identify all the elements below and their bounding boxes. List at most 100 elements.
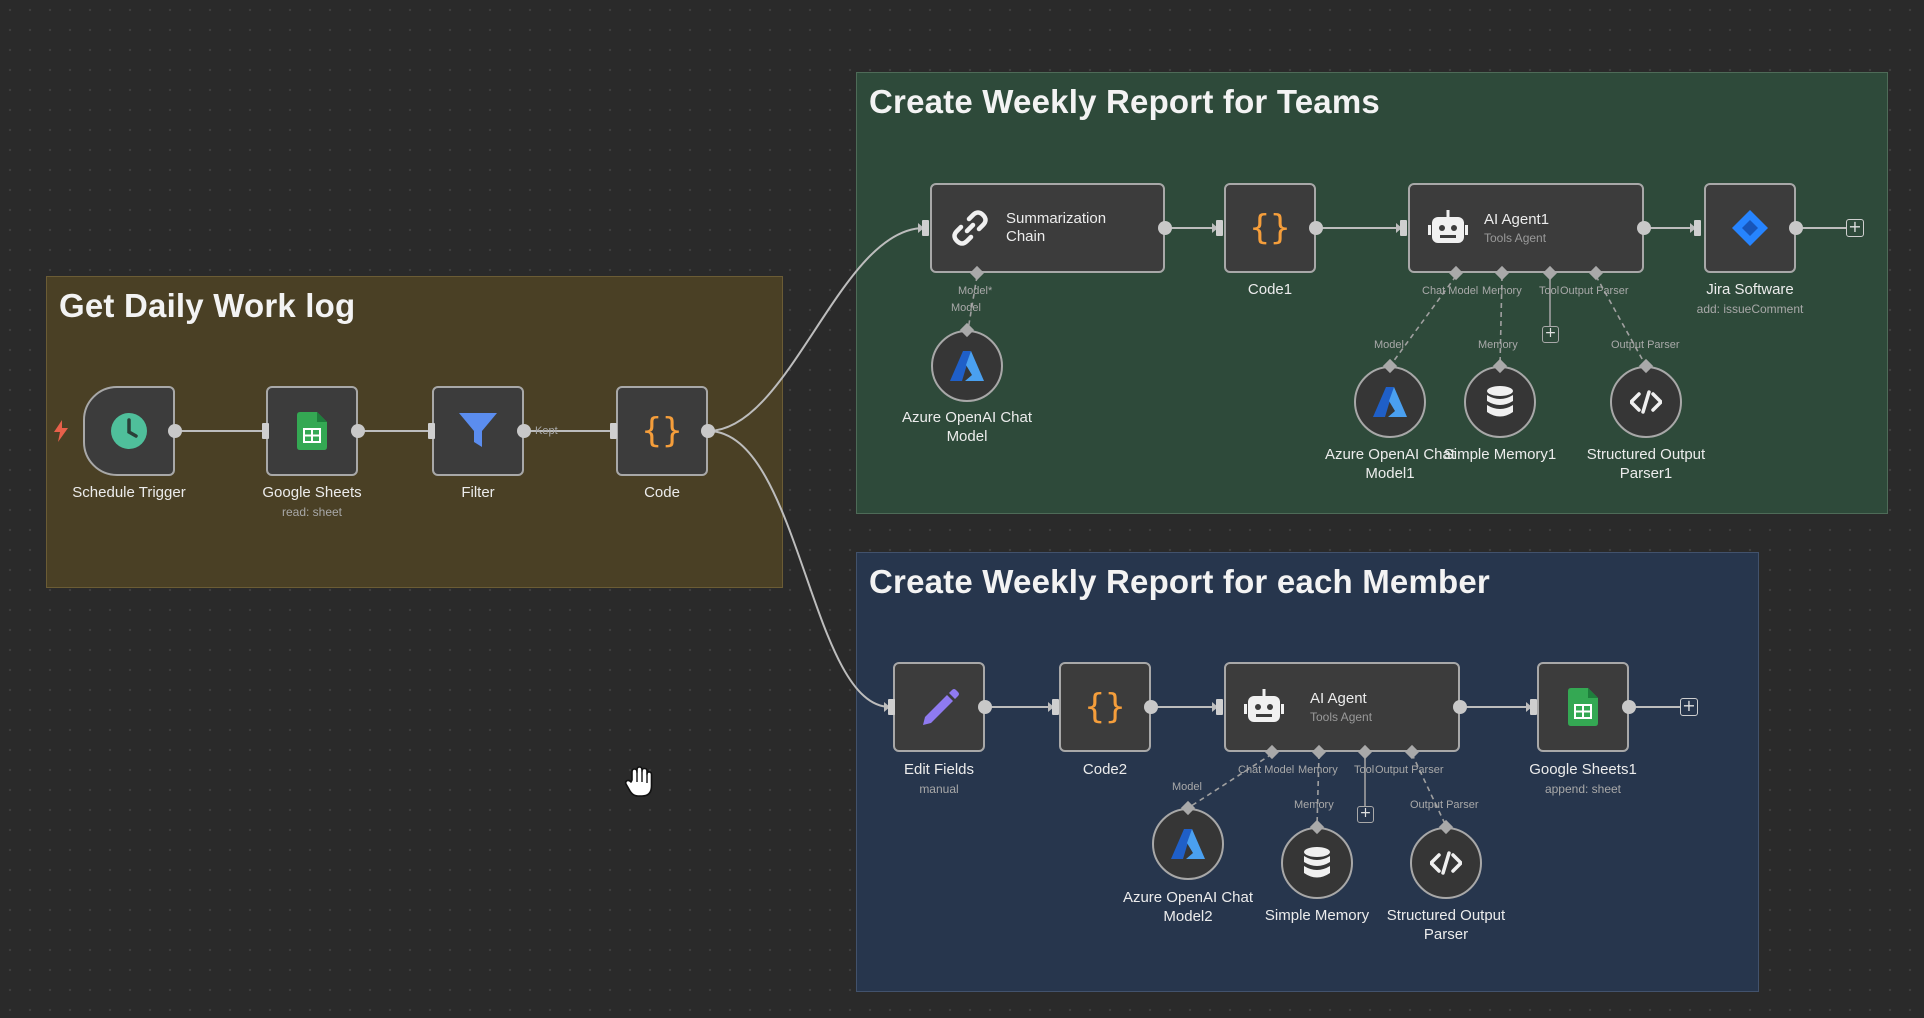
node-ai-agent[interactable]: AI Agent Tools Agent (1224, 662, 1460, 752)
input-port[interactable] (922, 220, 929, 236)
node-label: Edit Fields (903, 761, 975, 778)
sub-connections (967, 275, 1647, 827)
port-label-output-parser: Output Parser (1611, 339, 1680, 351)
output-port[interactable] (351, 424, 365, 438)
node-label: Structured Output Parser1 (1546, 445, 1746, 483)
node-label: Code2 (1082, 761, 1128, 778)
input-port[interactable] (1694, 220, 1701, 236)
port-label-memory: Memory (1294, 799, 1334, 811)
node-simple-memory[interactable] (1281, 827, 1353, 899)
database-icon (1304, 847, 1330, 878)
node-label: Filter (461, 484, 495, 501)
output-port[interactable] (1309, 221, 1323, 235)
node-label: Simple Memory (1264, 907, 1370, 924)
node-label-line1: Structured Output (1386, 907, 1506, 924)
node-google-sheets1[interactable] (1537, 662, 1629, 752)
node-edit-fields[interactable] (893, 662, 985, 752)
output-port[interactable] (1158, 221, 1172, 235)
output-port[interactable] (168, 424, 182, 438)
svg-text:{}: {} (642, 411, 682, 451)
node-structured-output-parser[interactable] (1410, 827, 1482, 899)
node-label: Azure OpenAI Chat Model2 (1088, 888, 1288, 926)
node-label-line1: Azure OpenAI Chat (1122, 889, 1254, 906)
node-subtitle: Tools Agent (1310, 710, 1373, 724)
output-port[interactable] (1453, 700, 1467, 714)
port-label-memory: Memory (1478, 339, 1518, 351)
node-filter[interactable] (432, 386, 524, 476)
output-port[interactable] (1144, 700, 1158, 714)
node-text: AI Agent1 Tools Agent (1484, 211, 1549, 245)
add-tool-button[interactable]: + (1542, 326, 1559, 343)
node-label-line2: Model1 (1365, 465, 1415, 482)
node-label-line1: Azure OpenAI Chat (1324, 446, 1456, 463)
node-jira-software[interactable] (1704, 183, 1796, 273)
clock-icon (111, 413, 147, 449)
node-code[interactable]: {} (616, 386, 708, 476)
node-ai-agent1[interactable]: AI Agent1 Tools Agent (1408, 183, 1644, 273)
node-label: Code1 (1247, 281, 1293, 298)
node-label: Code (644, 484, 680, 501)
input-port[interactable] (888, 699, 895, 715)
output-port[interactable] (978, 700, 992, 714)
node-code1[interactable]: {} (1224, 183, 1316, 273)
port-label-output-parser: Output Parser (1560, 285, 1629, 297)
port-label-memory: Memory (1482, 285, 1522, 297)
node-structured-output-parser1[interactable] (1610, 366, 1682, 438)
group-title: Create Weekly Report for each Member (869, 563, 1490, 600)
node-title-line2: Chain (1006, 228, 1046, 245)
input-port[interactable] (610, 423, 617, 439)
code-icon: {} (642, 411, 682, 451)
node-label-line2: Model (946, 428, 988, 445)
output-port[interactable] (1637, 221, 1651, 235)
input-port[interactable] (262, 423, 269, 439)
node-schedule-trigger[interactable] (83, 386, 175, 476)
node-label-line2: Parser (1423, 926, 1469, 943)
node-google-sheets[interactable] (266, 386, 358, 476)
input-port[interactable] (428, 423, 435, 439)
port-label-output-parser: Output Parser (1410, 799, 1479, 811)
hand-cursor-icon (624, 766, 653, 797)
input-port[interactable] (1216, 699, 1223, 715)
output-port[interactable] (517, 424, 531, 438)
output-label-kept: Kept (535, 425, 558, 437)
add-node-button[interactable]: + (1680, 698, 1698, 716)
node-label-line1: Azure OpenAI Chat (901, 409, 1033, 426)
node-label: Azure OpenAI Chat Model (867, 408, 1067, 446)
group-weekly-report-members[interactable]: Create Weekly Report for each Member (856, 552, 1759, 992)
azure-icon (1373, 387, 1407, 417)
node-simple-memory1[interactable] (1464, 366, 1536, 438)
port-label-tool: Tool (1539, 285, 1560, 297)
trigger-bolt-icon (54, 420, 68, 442)
input-port[interactable] (1400, 220, 1407, 236)
connection-code-to-summarization (707, 227, 925, 432)
node-azure-openai-chat-model1[interactable] (1354, 366, 1426, 438)
output-port[interactable] (1622, 700, 1636, 714)
input-port[interactable] (1052, 699, 1059, 715)
robot-icon (1428, 210, 1468, 243)
port-label-chat-model: Chat Model (1422, 285, 1479, 297)
node-azure-openai-chat-model2[interactable] (1152, 808, 1224, 880)
node-code2[interactable]: {} (1059, 662, 1151, 752)
node-azure-openai-chat-model[interactable] (931, 330, 1003, 402)
node-subtitle: manual (919, 782, 959, 796)
svg-text:{}: {} (1085, 687, 1125, 727)
azure-icon (950, 351, 984, 381)
node-label-line1: Structured Output (1586, 446, 1706, 463)
add-node-button[interactable]: + (1846, 219, 1864, 237)
group-weekly-report-teams[interactable]: Create Weekly Report for Teams (856, 72, 1888, 514)
main-connections (175, 227, 1846, 708)
node-label: Simple Memory1 (1443, 446, 1557, 463)
input-port[interactable] (1216, 220, 1223, 236)
filter-icon (459, 413, 497, 447)
node-subtitle: append: sheet (1544, 782, 1622, 796)
node-subtitle: Tools Agent (1484, 231, 1547, 245)
node-label-line2: Model2 (1163, 908, 1213, 925)
output-port[interactable] (701, 424, 715, 438)
input-port[interactable] (1530, 699, 1537, 715)
add-tool-button[interactable]: + (1357, 806, 1374, 823)
port-label-model-required: Model* (958, 285, 993, 297)
node-title: AI Agent1 (1484, 211, 1550, 228)
node-summarization-chain[interactable]: Summarization Chain (930, 183, 1165, 273)
output-port[interactable] (1789, 221, 1803, 235)
